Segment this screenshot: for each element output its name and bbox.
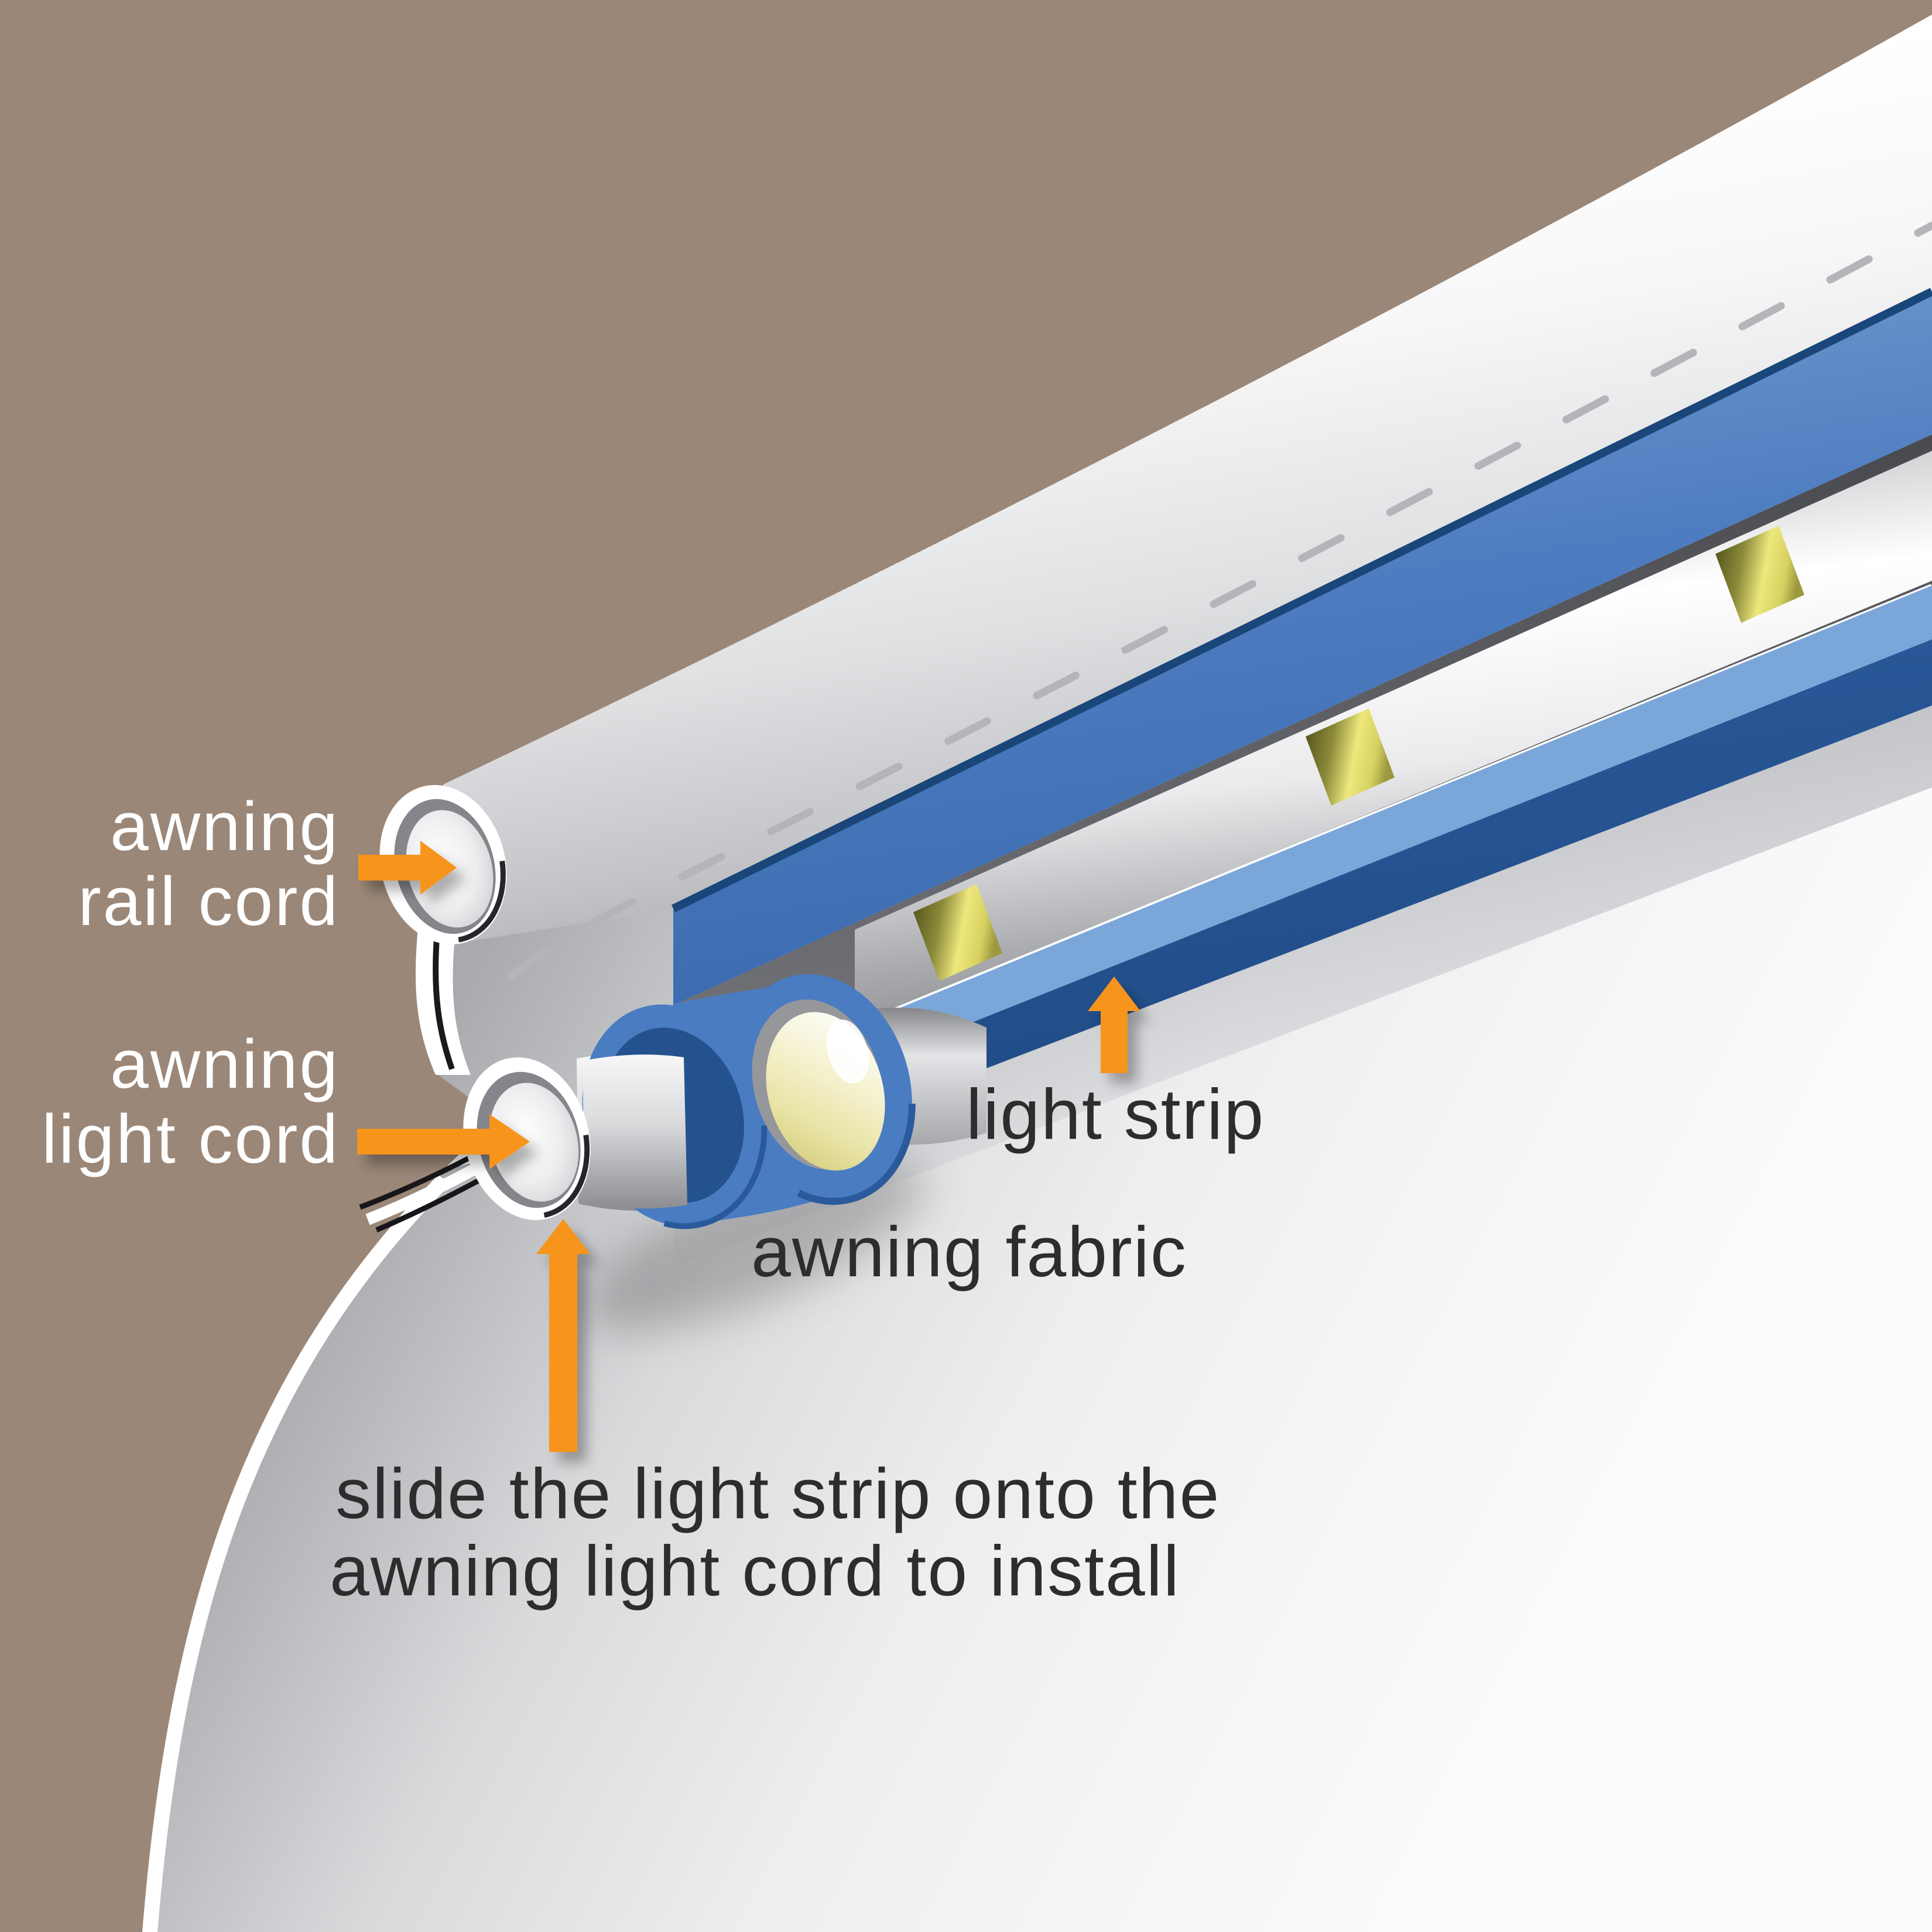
fabric-edge-highlight — [142, 1138, 488, 1932]
arrow-right-icon — [358, 841, 457, 895]
arrow-up-icon — [1088, 977, 1140, 1073]
arrow-right-icon — [357, 1114, 530, 1169]
light-cord-core — [489, 1083, 579, 1202]
arrow-up-icon — [536, 1219, 590, 1452]
instruction-line2: awning light cord to install — [330, 1531, 1180, 1611]
awning-rail-cord-label-line2: rail cord — [78, 863, 340, 940]
awning-light-cord-label-line1: awning — [110, 1026, 340, 1103]
rail-welt-tail-gap — [433, 937, 455, 1070]
pointer-arrows — [357, 841, 1140, 1452]
rail-welt-tail — [415, 928, 471, 1075]
light-cord-sleeve-front — [583, 1054, 687, 1209]
instruction-line1: slide the light strip onto the — [335, 1454, 1220, 1533]
rail-welt-shadow-arc — [381, 786, 506, 943]
fabric-seam-dashed-line — [506, 221, 1932, 981]
awning-light-cord-label-line2: light cord — [42, 1101, 340, 1178]
lens-highlight — [826, 1019, 869, 1084]
channel-top-edge-line — [671, 287, 1932, 913]
awning-fabric-label: awning fabric — [751, 1212, 1187, 1292]
light-welt-shadow-arc — [464, 1059, 590, 1219]
awning-rail-tube — [443, 15, 1932, 946]
awning-rail-cord-label-line1: awning — [110, 788, 340, 865]
led-band-2 — [1306, 708, 1395, 806]
channel-bottom — [673, 639, 1932, 1188]
light-strip-channel-top — [673, 292, 1932, 1005]
light-strip-tube — [855, 451, 1932, 1026]
light-strip-label: light strip — [966, 1074, 1265, 1154]
light-strip-cross-section — [579, 971, 916, 1229]
left-barrel-shade-arc — [579, 1001, 768, 1229]
channel-inner-face — [673, 585, 1932, 1142]
right-barrel-shade-arc — [726, 971, 916, 1205]
led-band-3 — [1715, 526, 1804, 623]
channel-cast-shadow — [673, 705, 1932, 1268]
led-band-1 — [913, 884, 1002, 981]
